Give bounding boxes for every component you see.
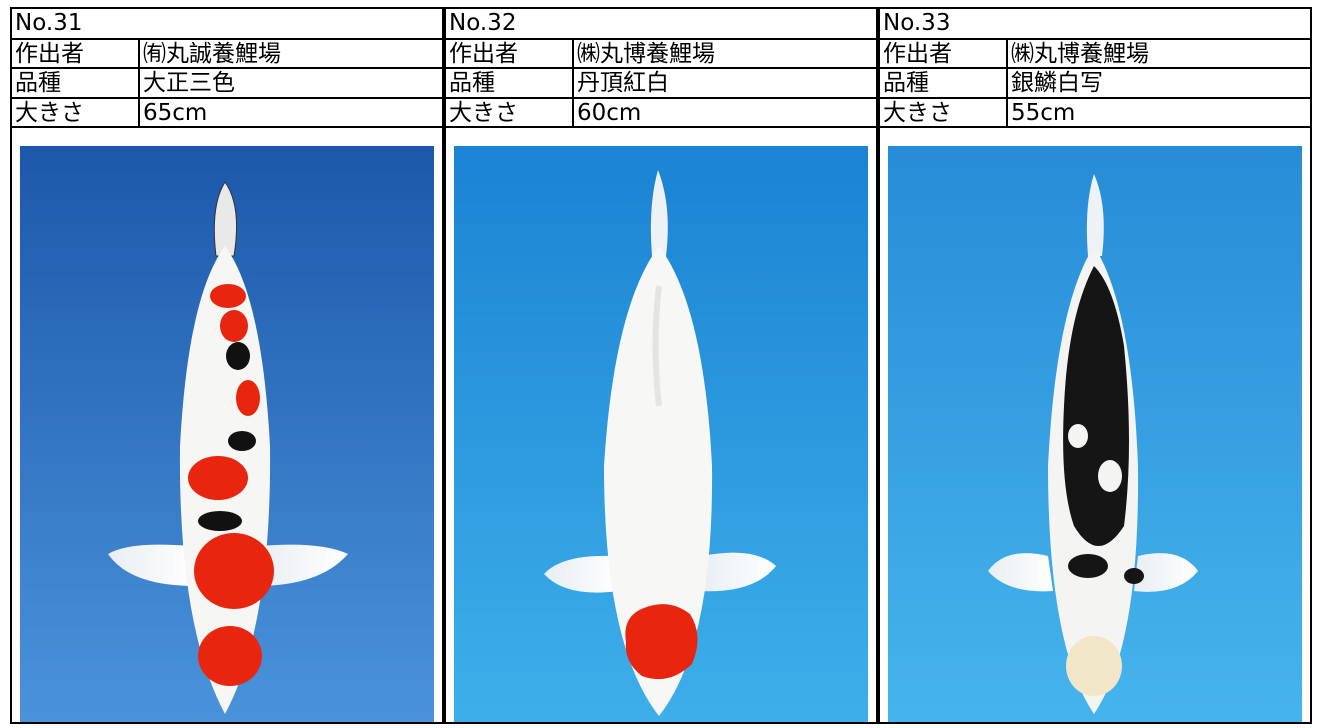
entry-card-32: No.32 作出者 ㈱丸博養鯉場 品種 丹頂紅白 大きさ 60cm bbox=[444, 7, 878, 724]
entry-card-33: No.33 作出者 ㈱丸博養鯉場 品種 銀鱗白写 大きさ 55cm bbox=[878, 7, 1312, 724]
entry-number-row: No.31 bbox=[12, 9, 442, 40]
breeder-row: 作出者 ㈱丸博養鯉場 bbox=[880, 40, 1310, 69]
variety-label: 品種 bbox=[880, 69, 1008, 97]
breeder-label: 作出者 bbox=[12, 40, 140, 67]
koi-photo-sanke[interactable] bbox=[20, 146, 434, 722]
size-row: 大きさ 55cm bbox=[880, 99, 1310, 128]
entry-number-row: No.33 bbox=[880, 9, 1310, 40]
entry-number-row: No.32 bbox=[446, 9, 876, 40]
variety-label: 品種 bbox=[12, 69, 140, 97]
variety-row: 品種 大正三色 bbox=[12, 69, 442, 99]
size-value: 55cm bbox=[1011, 100, 1076, 126]
variety-row: 品種 銀鱗白写 bbox=[880, 69, 1310, 99]
variety-value: 大正三色 bbox=[143, 70, 235, 96]
breeder-value: ㈱丸博養鯉場 bbox=[577, 41, 715, 67]
size-label: 大きさ bbox=[446, 99, 574, 126]
entry-number: No.31 bbox=[15, 10, 83, 36]
koi-entry-sheet: No.31 作出者 ㈲丸誠養鯉場 品種 大正三色 大きさ 65cm bbox=[10, 7, 1314, 724]
size-label: 大きさ bbox=[12, 99, 140, 126]
size-row: 大きさ 60cm bbox=[446, 99, 876, 128]
size-label: 大きさ bbox=[880, 99, 1008, 126]
variety-row: 品種 丹頂紅白 bbox=[446, 69, 876, 99]
koi-photo-tancho[interactable] bbox=[454, 146, 868, 722]
breeder-label: 作出者 bbox=[446, 40, 574, 67]
breeder-value: ㈱丸博養鯉場 bbox=[1011, 41, 1149, 67]
entry-number: No.32 bbox=[449, 10, 517, 36]
breeder-row: 作出者 ㈲丸誠養鯉場 bbox=[12, 40, 442, 69]
variety-value: 丹頂紅白 bbox=[577, 70, 669, 96]
variety-value: 銀鱗白写 bbox=[1011, 70, 1103, 96]
breeder-label: 作出者 bbox=[880, 40, 1008, 67]
entry-number: No.33 bbox=[883, 10, 951, 36]
variety-label: 品種 bbox=[446, 69, 574, 97]
koi-photo-shiro-utsuri[interactable] bbox=[888, 146, 1302, 722]
size-value: 60cm bbox=[577, 100, 642, 126]
entry-card-31: No.31 作出者 ㈲丸誠養鯉場 品種 大正三色 大きさ 65cm bbox=[10, 7, 444, 724]
size-row: 大きさ 65cm bbox=[12, 99, 442, 128]
breeder-row: 作出者 ㈱丸博養鯉場 bbox=[446, 40, 876, 69]
breeder-value: ㈲丸誠養鯉場 bbox=[143, 41, 281, 67]
size-value: 65cm bbox=[143, 100, 208, 126]
